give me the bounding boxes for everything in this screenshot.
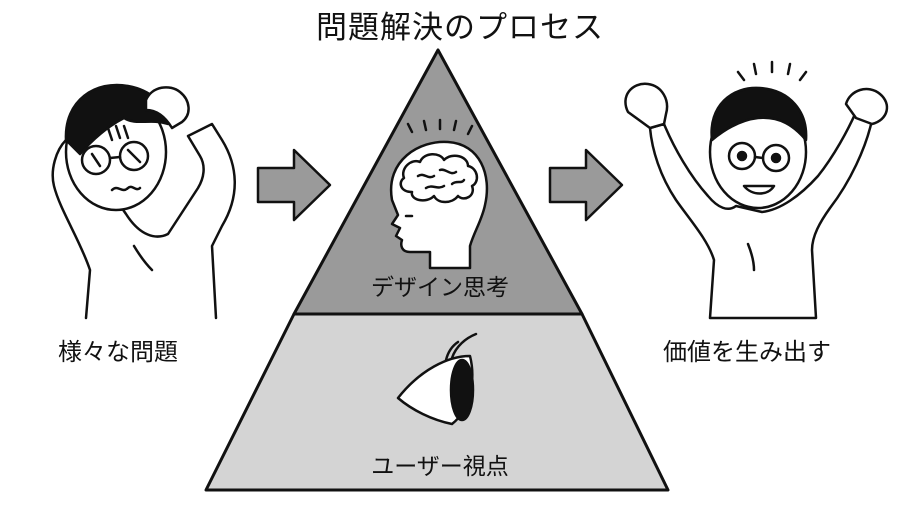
top-tier-label: デザイン思考	[371, 275, 509, 301]
right-caption: 価値を生み出す	[663, 338, 831, 366]
happy-person-icon	[624, 60, 889, 320]
right-arrow-icon	[548, 148, 624, 222]
bottom-tier-label: ユーザー視点	[371, 454, 509, 480]
eye-icon	[396, 332, 478, 426]
diagram-title: 問題解決のプロセス	[316, 10, 604, 46]
left-arrow-icon	[256, 148, 332, 222]
brain-head-icon	[389, 118, 489, 270]
left-caption: 様々な問題	[58, 338, 178, 366]
worried-person-icon	[51, 83, 236, 320]
